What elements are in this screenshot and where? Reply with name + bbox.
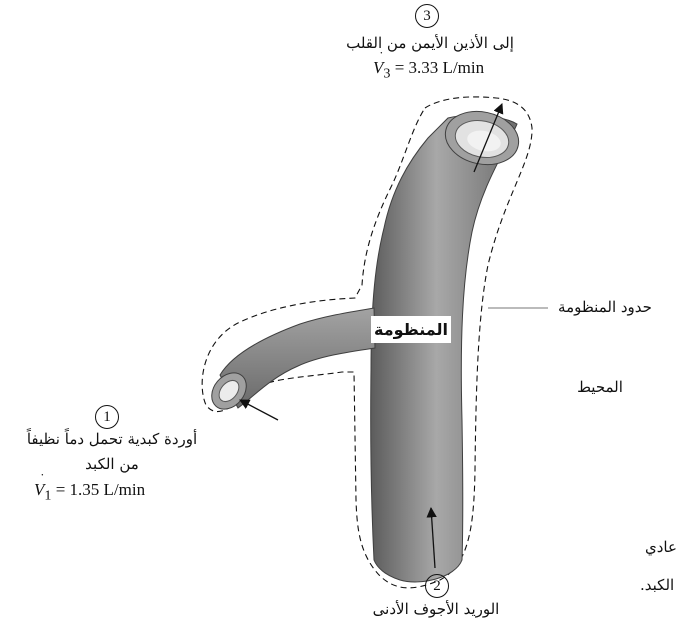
station-3-marker: 3 <box>415 4 439 28</box>
flow-rate-value: = 1.35 L/min <box>51 480 145 499</box>
station-3-label: إلى الأذين الأيمن من القلب <box>325 34 535 52</box>
vena-cava-vessel <box>371 116 517 582</box>
station-1-label-line1: أوردة كبدية تحمل دماً نظيفاً <box>0 430 224 448</box>
station-1-flow-rate: V1 = 1.35 L/min ˙ <box>34 480 145 504</box>
boundary-label: حدود المنظومة <box>550 298 660 316</box>
page-text-fragment-2: الكبد. <box>640 576 681 594</box>
page-text-fragment-1: عادي <box>645 538 681 556</box>
station-2-label: الوريد الأجوف الأدنى <box>356 600 516 618</box>
station-3-flow-rate: V3 = 3.33 L/min ˙ <box>373 58 484 82</box>
station-2-marker: 2 <box>425 574 449 598</box>
station-1-marker: 1 <box>95 405 119 429</box>
inlet-flow-arrow <box>240 400 278 420</box>
station-1-label-line2: من الكبد <box>60 455 164 473</box>
surroundings-label: المحيط <box>570 378 630 396</box>
flow-rate-value: = 3.33 L/min <box>390 58 484 77</box>
system-label: المنظومة <box>371 316 451 343</box>
